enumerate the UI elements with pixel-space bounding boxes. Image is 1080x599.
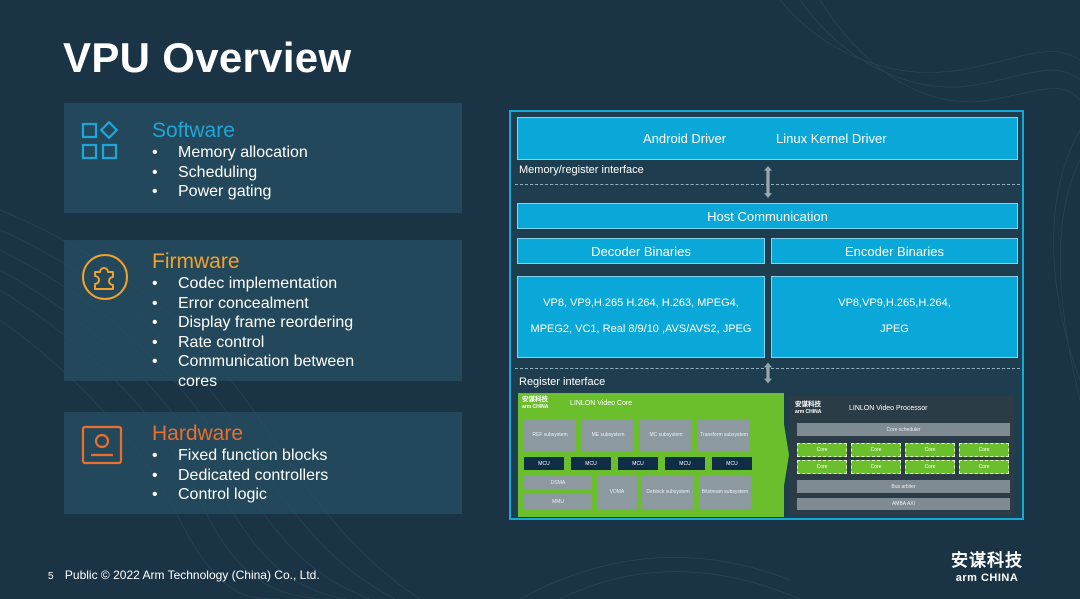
core-scheduler: Core scheduler bbox=[797, 423, 1010, 436]
list-item: Error concealment bbox=[152, 294, 382, 314]
decoder-formats-line: MPEG2, VC1, Real 8/9/10 ,AVS/AVS2, JPEG bbox=[530, 323, 752, 335]
list-item: Dedicated controllers bbox=[152, 466, 328, 486]
transform-subsystem: Transform subsystem bbox=[698, 419, 750, 451]
software-list: Memory allocation Scheduling Power gatin… bbox=[152, 143, 308, 202]
software-card: Software Memory allocation Scheduling Po… bbox=[64, 103, 462, 213]
mc-subsystem: MC subsystem bbox=[640, 419, 692, 451]
page-title: VPU Overview bbox=[63, 34, 352, 81]
android-driver-label: Android Driver bbox=[643, 131, 727, 146]
copyright-text: Public © 2022 Arm Technology (China) Co.… bbox=[64, 568, 320, 582]
hardware-card: Hardware Fixed function blocks Dedicated… bbox=[64, 412, 462, 514]
encoder-formats-box: VP8,VP9,H.265,H.264, JPEG bbox=[771, 276, 1018, 358]
memory-register-label: Memory/register interface bbox=[519, 164, 644, 176]
firmware-card: Firmware Codec implementation Error conc… bbox=[64, 240, 462, 390]
core-block: Core bbox=[851, 443, 901, 457]
puzzle-piece-icon bbox=[82, 254, 128, 300]
list-item: Codec implementation bbox=[152, 274, 382, 294]
arm-china-logo: 安谋科技 arm CHINA bbox=[951, 546, 1023, 584]
decoder-formats-line: VP8, VP9,H.265 H.264, H.263, MPEG4, bbox=[543, 297, 739, 309]
video-core-title: LINLON Video Core bbox=[570, 400, 633, 407]
encoder-formats-line: VP8,VP9,H.265,H.264, bbox=[838, 297, 951, 309]
bitstream-subsystem: Bitstream subsystem bbox=[699, 475, 751, 509]
firmware-heading: Firmware bbox=[152, 250, 240, 273]
mcu-block: MCU bbox=[524, 457, 564, 470]
driver-bar: Android Driver Linux Kernel Driver bbox=[517, 117, 1018, 160]
double-arrow-icon bbox=[764, 362, 772, 384]
list-item: Communication between cores bbox=[152, 352, 382, 391]
core-block: Core bbox=[797, 443, 847, 457]
linlon-video-core-block: 安谋科技 arm CHINA LINLON Video Core REF sub… bbox=[518, 393, 784, 517]
core-block: Core bbox=[905, 443, 955, 457]
slide-footer: 5 Public © 2022 Arm Technology (China) C… bbox=[48, 568, 320, 582]
core-block: Core bbox=[905, 460, 955, 474]
video-processor-logo: 安谋科技 arm CHINA bbox=[795, 401, 822, 415]
dsma-block: DSMA bbox=[524, 475, 592, 490]
host-communication-bar: Host Communication bbox=[517, 203, 1018, 229]
encoder-binaries-header: Encoder Binaries bbox=[771, 238, 1018, 264]
firmware-list: Codec implementation Error concealment D… bbox=[152, 274, 382, 392]
vdma-block: VDMA bbox=[597, 475, 637, 509]
double-arrow-icon bbox=[764, 166, 772, 198]
ref-subsystem: REF subsystem bbox=[524, 419, 576, 451]
me-subsystem: ME subsystem bbox=[582, 419, 634, 451]
chip-device-icon bbox=[81, 425, 123, 465]
core-block: Core bbox=[959, 460, 1009, 474]
hardware-heading: Hardware bbox=[152, 422, 244, 445]
apps-grid-icon bbox=[81, 121, 119, 160]
amba-axi-bar: AMBA AXI bbox=[797, 498, 1010, 510]
list-item: Control logic bbox=[152, 485, 328, 505]
mmu-block: MMU bbox=[524, 494, 592, 509]
video-core-logo: 安谋科技 arm CHINA bbox=[522, 396, 549, 410]
vpu-architecture-diagram: Android Driver Linux Kernel Driver Memor… bbox=[509, 110, 1024, 520]
video-processor-title: LINLON Video Processor bbox=[849, 405, 928, 412]
bus-arbiter: Bus arbiter bbox=[797, 480, 1010, 493]
register-interface-label: Register interface bbox=[519, 376, 606, 388]
decoder-formats-box: VP8, VP9,H.265 H.264, H.263, MPEG4, MPEG… bbox=[517, 276, 765, 358]
list-item: Fixed function blocks bbox=[152, 446, 328, 466]
list-item: Memory allocation bbox=[152, 143, 308, 163]
list-item: Power gating bbox=[152, 182, 308, 202]
core-block: Core bbox=[959, 443, 1009, 457]
software-heading: Software bbox=[152, 119, 235, 142]
core-block: Core bbox=[851, 460, 901, 474]
encoder-formats-line: JPEG bbox=[880, 323, 909, 335]
mcu-block: MCU bbox=[665, 457, 705, 470]
deblock-subsystem: Deblock subsystem bbox=[642, 475, 694, 509]
list-item: Display frame reordering bbox=[152, 313, 382, 333]
page-number: 5 bbox=[48, 571, 54, 582]
decoder-binaries-header: Decoder Binaries bbox=[517, 238, 765, 264]
brand-cn-text: 安谋科技 bbox=[951, 551, 1023, 570]
linlon-video-processor-block: 安谋科技 arm CHINA LINLON Video Processor Co… bbox=[789, 396, 1014, 515]
list-item: Rate control bbox=[152, 333, 382, 353]
mcu-block: MCU bbox=[618, 457, 658, 470]
list-item: Scheduling bbox=[152, 163, 308, 183]
brand-en-text: arm CHINA bbox=[955, 572, 1019, 584]
linux-driver-label: Linux Kernel Driver bbox=[776, 131, 887, 146]
hardware-list: Fixed function blocks Dedicated controll… bbox=[152, 446, 328, 505]
core-block: Core bbox=[797, 460, 847, 474]
mcu-block: MCU bbox=[571, 457, 611, 470]
mcu-block: MCU bbox=[712, 457, 752, 470]
